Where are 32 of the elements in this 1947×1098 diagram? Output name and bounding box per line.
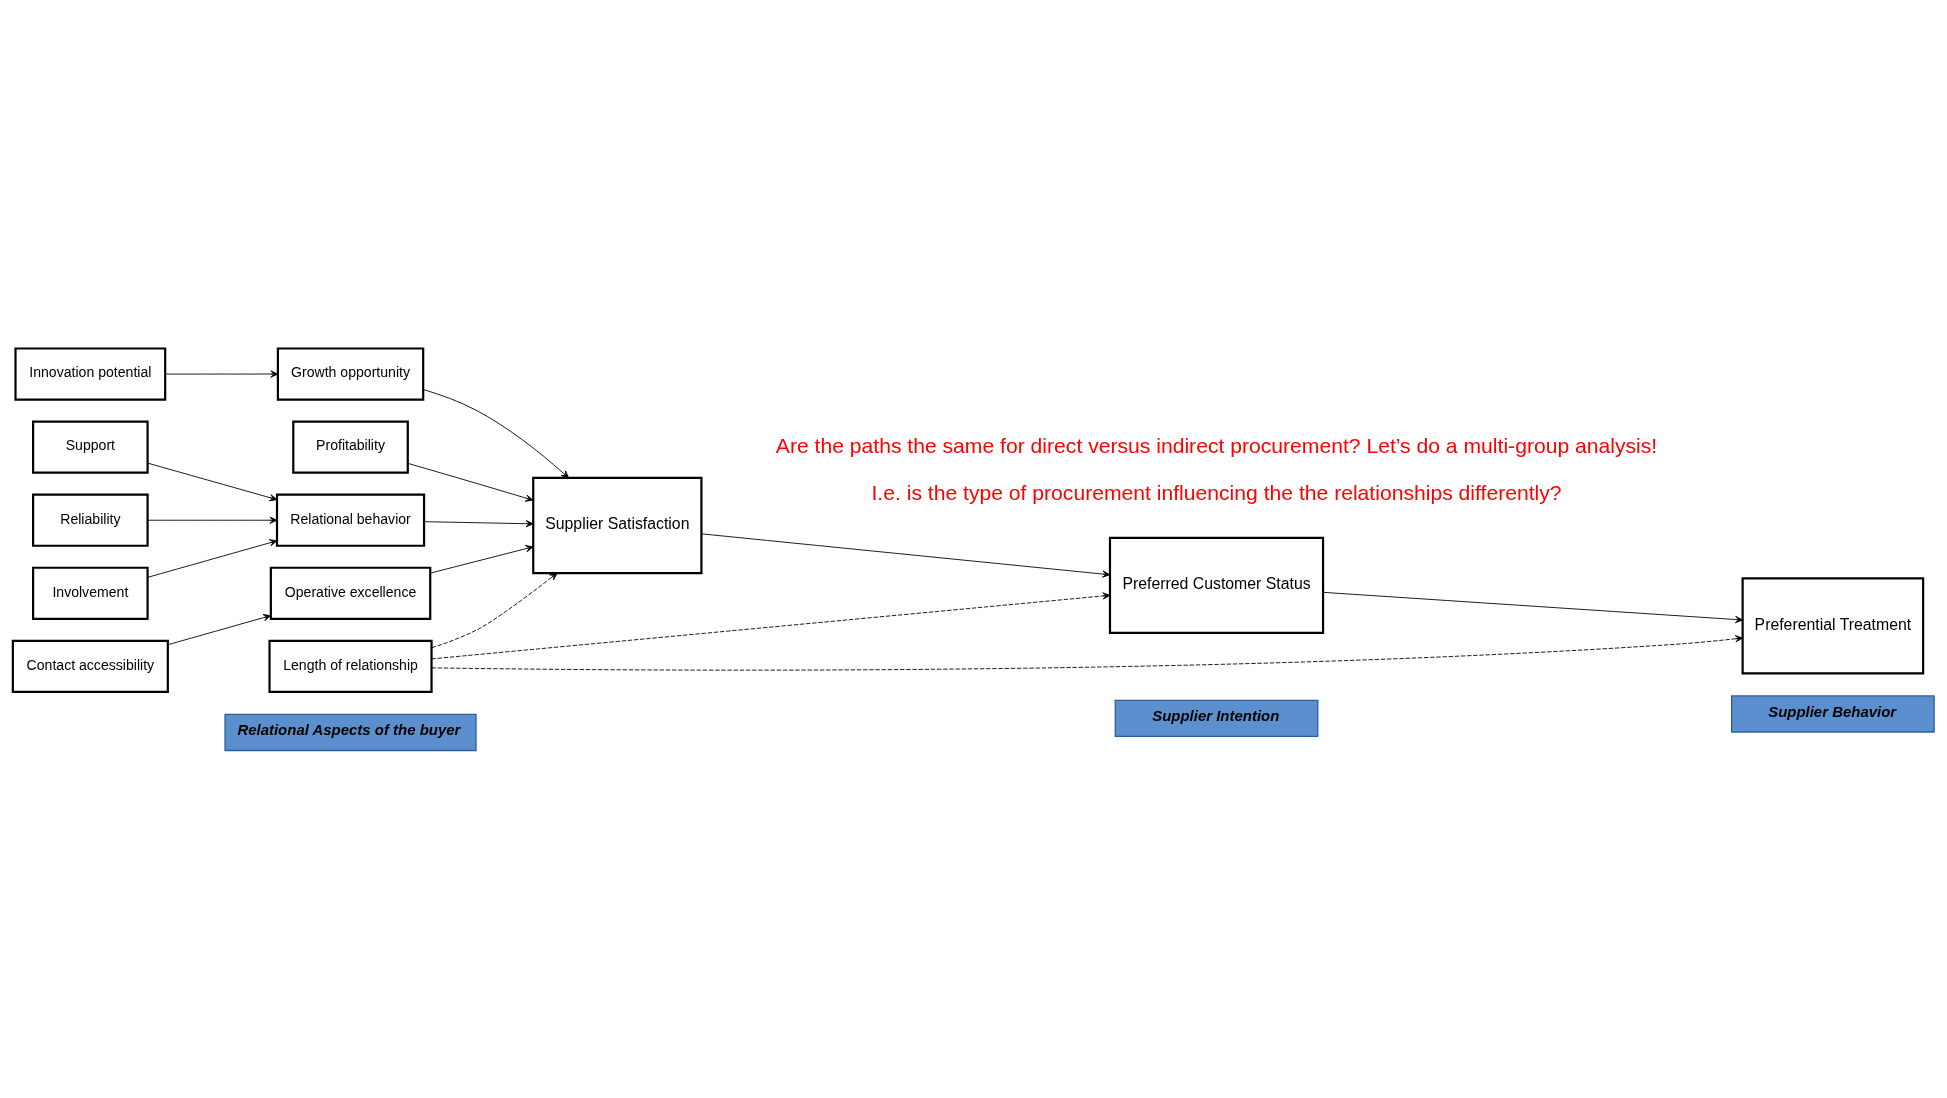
node-box: Reliability (32, 493, 149, 547)
arrow (423, 519, 534, 527)
arrow (147, 538, 278, 578)
node-box: Involvement (32, 566, 149, 620)
node-box: Supplier Intention (1114, 699, 1319, 737)
arrow (147, 462, 278, 501)
label: I.e. is the type of procurement influencing the the relationships differently? (871, 480, 1562, 504)
node-box: Support (32, 420, 149, 474)
node-box: Preferred Customer Status (1108, 536, 1325, 634)
arrow (431, 634, 1743, 671)
arrow (1322, 591, 1743, 623)
arrow (701, 532, 1111, 578)
arrow (147, 516, 278, 524)
node-box: Growth opportunity (276, 346, 425, 401)
node-box: Operative excellence (269, 566, 432, 620)
label: Are the paths the same for direct versus indirect procurement? Let’s do a multi-group analysis! (775, 433, 1658, 457)
node-box: Preferential Treatment (1741, 576, 1925, 675)
node-box: Relational Aspects of the buyer (224, 713, 477, 751)
arrow (422, 388, 570, 478)
node-box: Contact accessibility (11, 639, 169, 693)
node-box: Length of relationship (268, 639, 433, 693)
arrow (407, 462, 534, 502)
node-box: Innovation potential (14, 346, 167, 401)
node-box: Relational behavior (275, 493, 426, 547)
arrow (430, 544, 534, 573)
arrow (431, 591, 1111, 659)
arrow (167, 613, 272, 645)
node-box: Profitability (292, 420, 409, 474)
node-box: Supplier Satisfaction (532, 476, 703, 574)
node-box: Supplier Behavior (1730, 694, 1935, 733)
arrow (164, 369, 279, 378)
arrow (431, 572, 558, 648)
